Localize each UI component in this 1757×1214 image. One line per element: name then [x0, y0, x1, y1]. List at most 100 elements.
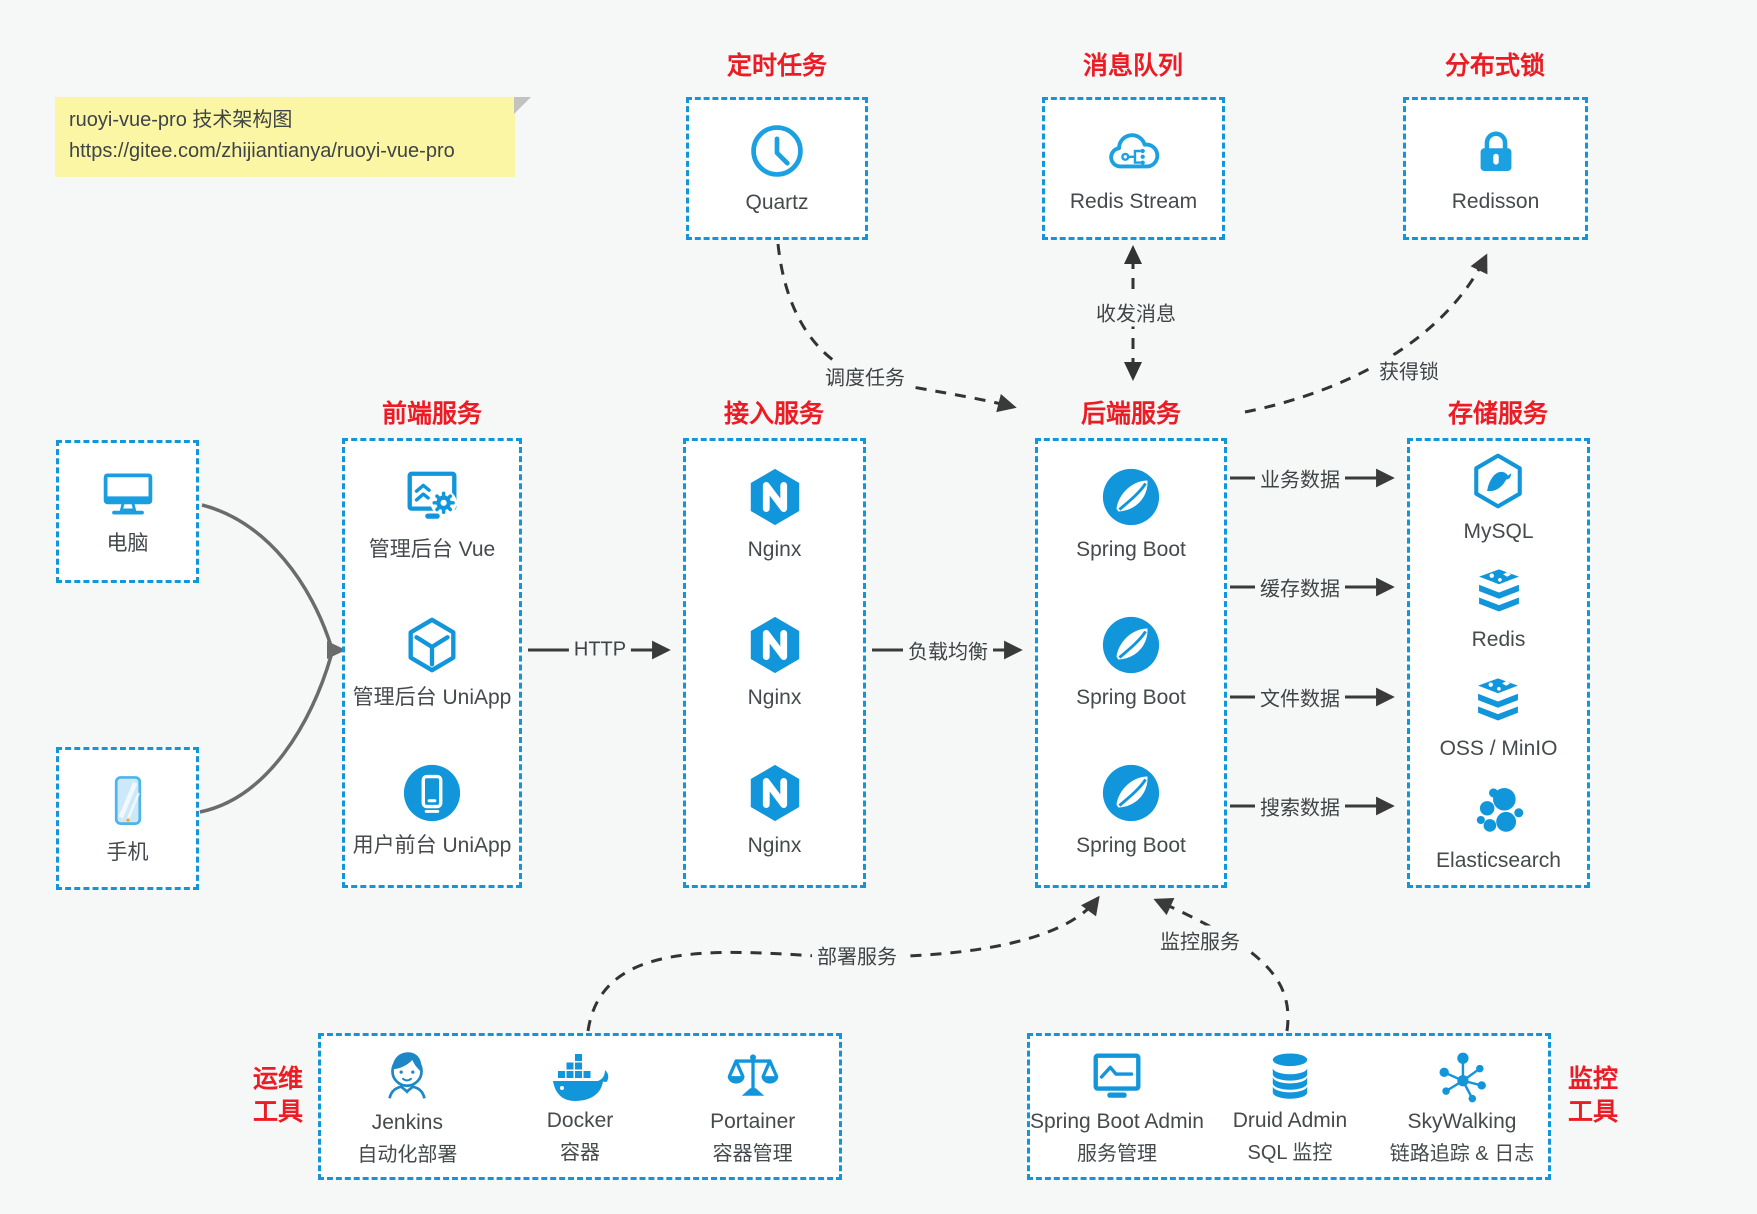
- nginx-label: Nginx: [747, 538, 802, 562]
- mq-box: Redis Stream: [1042, 97, 1225, 240]
- portainer-icon: [723, 1047, 783, 1107]
- admin-vue-item: 管理后台 Vue: [369, 466, 495, 563]
- spring-boot-label: Spring Boot: [1076, 538, 1186, 562]
- edge-label-search-data: 搜索数据: [1255, 791, 1345, 821]
- druid-desc: SQL 监控: [1247, 1142, 1333, 1164]
- admin-uniapp-item: 管理后台 UniApp: [352, 614, 512, 711]
- pc-item: 电脑: [98, 466, 158, 557]
- spring-boot-icon: [1100, 466, 1162, 528]
- scheduler-box: Quartz: [686, 97, 868, 240]
- spring-boot-item: Spring Boot: [1076, 614, 1186, 711]
- skywalking-name: SkyWalking: [1407, 1110, 1517, 1133]
- uniapp-cube-icon: [401, 614, 463, 676]
- edge-phone-to-frontend: [199, 655, 333, 814]
- portainer-name: Portainer: [710, 1110, 796, 1133]
- lock-icon: [1467, 122, 1525, 180]
- quartz-item: Quartz: [745, 121, 809, 216]
- oss-stack-icon: [1469, 675, 1527, 727]
- edge-label-cache-data: 缓存数据: [1255, 572, 1345, 602]
- edge-clients-arrowhead: [327, 641, 346, 659]
- title-scheduler: 定时任务: [726, 52, 828, 80]
- edge-monitor-service: [1153, 898, 1290, 1032]
- title-lock: 分布式锁: [1444, 52, 1546, 80]
- portainer-item: Portainer 容器管理: [666, 1047, 839, 1166]
- docker-name: Docker: [546, 1109, 614, 1132]
- edge-deploy-service: [586, 895, 1100, 1032]
- edge-label-deploy-service: 部署服务: [812, 940, 902, 970]
- user-uniapp-item: 用户前台 UniApp: [352, 762, 512, 859]
- oss-minio-item: OSS / MinIO: [1440, 675, 1557, 762]
- mysql-item: MySQL: [1463, 452, 1534, 545]
- jenkins-icon: [376, 1046, 438, 1108]
- elasticsearch-item: Elasticsearch: [1436, 783, 1561, 874]
- druid-item: Druid Admin SQL 监控: [1204, 1048, 1376, 1165]
- devops-box: Jenkins 自动化部署 Docker 容器: [318, 1033, 842, 1180]
- nginx-icon: [744, 466, 806, 528]
- admin-uniapp-label: 管理后台 UniApp: [352, 686, 512, 710]
- nginx-icon: [744, 614, 806, 676]
- portainer-desc: 容器管理: [712, 1143, 793, 1165]
- sticky-note: ruoyi-vue-pro 技术架构图 https://gitee.com/zh…: [55, 97, 531, 177]
- redis-stream-item: Redis Stream: [1070, 122, 1197, 215]
- edge-label-business-data: 业务数据: [1255, 463, 1345, 493]
- backend-box: Spring Boot Spring Boot Spring Boot: [1035, 438, 1227, 888]
- edge-label-file-data: 文件数据: [1255, 682, 1345, 712]
- spring-boot-icon: [1100, 762, 1162, 824]
- note-title: ruoyi-vue-pro 技术架构图: [69, 109, 293, 131]
- edge-send-receive-down-arrowhead: [1124, 362, 1142, 381]
- lock-box: Redisson: [1403, 97, 1588, 240]
- quartz-label: Quartz: [745, 190, 809, 214]
- monitoring-box: Spring Boot Admin 服务管理 Druid Admin SQL 监…: [1027, 1033, 1551, 1180]
- druid-name: Druid Admin: [1232, 1109, 1348, 1132]
- title-frontend: 前端服务: [381, 400, 483, 428]
- nginx-label: Nginx: [747, 686, 802, 710]
- phone-item: 手机: [99, 771, 157, 866]
- spring-boot-admin-name: Spring Boot Admin: [1030, 1110, 1204, 1133]
- clock-icon: [747, 121, 807, 181]
- frontend-box: 管理后台 Vue 管理后台 UniApp: [342, 438, 522, 888]
- admin-vue-label: 管理后台 Vue: [368, 538, 496, 562]
- user-uniapp-label: 用户前台 UniApp: [352, 834, 512, 858]
- elasticsearch-icon: [1469, 783, 1527, 839]
- edge-label-monitor-service: 监控服务: [1155, 925, 1245, 955]
- nginx-item: Nginx: [744, 614, 806, 711]
- spring-boot-item: Spring Boot: [1076, 762, 1186, 859]
- docker-desc: 容器: [560, 1142, 600, 1164]
- mysql-icon: [1469, 452, 1527, 510]
- nginx-item: Nginx: [744, 762, 806, 859]
- edge-pc-to-frontend: [201, 503, 333, 647]
- devops-title: 运维 工具: [252, 1065, 303, 1126]
- nginx-icon: [744, 762, 806, 824]
- monitoring-title: 监控 工具: [1567, 1065, 1618, 1126]
- redis-stream-label: Redis Stream: [1069, 189, 1198, 213]
- user-uniapp-icon: [401, 762, 463, 824]
- redis-label: Redis: [1471, 628, 1526, 652]
- edge-label-send-receive: 收发消息: [1091, 297, 1181, 327]
- spring-boot-admin-item: Spring Boot Admin 服务管理: [1030, 1047, 1204, 1166]
- druid-icon: [1261, 1048, 1319, 1106]
- title-storage: 存储服务: [1447, 400, 1549, 428]
- edge-label-schedule-task: 调度任务: [820, 361, 910, 391]
- spring-boot-admin-desc: 服务管理: [1076, 1143, 1157, 1165]
- redisson-label: Redisson: [1451, 189, 1540, 213]
- mysql-label: MySQL: [1463, 519, 1534, 543]
- pc-box: 电脑: [56, 440, 199, 583]
- skywalking-item: SkyWalking 链路追踪 & 日志: [1376, 1047, 1548, 1166]
- edge-label-acquire-lock: 获得锁: [1374, 355, 1444, 385]
- redisson-item: Redisson: [1451, 122, 1540, 215]
- skywalking-icon: [1432, 1047, 1492, 1107]
- title-gateway: 接入服务: [723, 400, 825, 428]
- phone-box: 手机: [56, 747, 199, 890]
- title-backend: 后端服务: [1080, 400, 1182, 428]
- spring-boot-label: Spring Boot: [1076, 834, 1186, 858]
- phone-label: 手机: [106, 840, 149, 864]
- redis-item: Redis: [1470, 566, 1528, 653]
- redis-stack-icon: [1470, 566, 1528, 618]
- gateway-box: Nginx Nginx Nginx: [683, 438, 866, 888]
- nginx-item: Nginx: [744, 466, 806, 563]
- edge-send-receive-up-arrowhead: [1124, 245, 1142, 264]
- spring-boot-admin-icon: [1086, 1047, 1148, 1107]
- jenkins-desc: 自动化部署: [357, 1144, 458, 1166]
- edge-label-http: HTTP: [568, 638, 632, 662]
